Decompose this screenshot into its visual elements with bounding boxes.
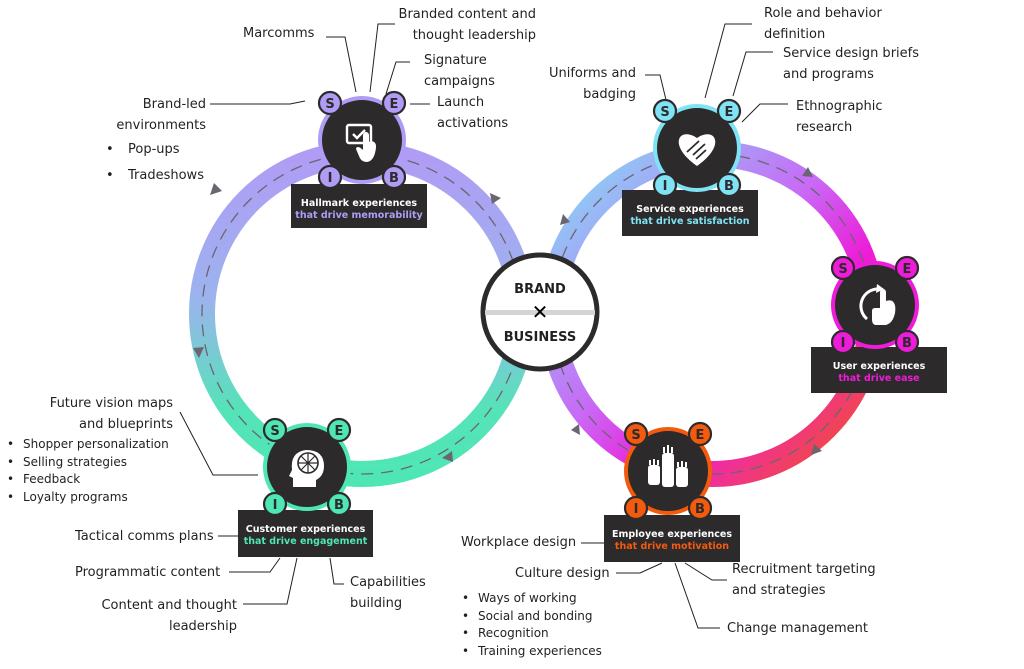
label-line: thought leadership [412, 28, 536, 43]
arrow-icon [802, 167, 813, 177]
customer-title: Customer experiences [245, 524, 366, 535]
label-line: Launch [437, 95, 485, 110]
arrow-icon [571, 424, 580, 435]
label-line: Signature [424, 53, 487, 68]
label-line: activations [437, 116, 509, 131]
bullet-item: Recognition [462, 625, 602, 643]
bullet-item: Ways of working [462, 590, 602, 608]
hub-business-label: BUSINESS [504, 330, 577, 345]
label-tactical-comms: Tactical comms plans [75, 529, 214, 544]
label-line: Capabilities [350, 575, 426, 590]
label-line: and programs [783, 67, 874, 82]
bullet-item: Feedback [7, 471, 169, 489]
service-caption: Service experiences that drive satisfact… [622, 190, 758, 236]
bullet-item: Social and bonding [462, 608, 602, 626]
bullet-item: Selling strategies [7, 454, 169, 472]
hallmark-subtitle: that drive memorability [295, 210, 423, 221]
label-line: definition [764, 27, 826, 42]
label-line: Ethnographic [796, 99, 883, 114]
label-line: building [350, 596, 403, 611]
label-culture-design: Culture design [515, 566, 610, 581]
culture-design-bullets: Ways of working Social and bonding Recog… [462, 590, 602, 660]
label-line: and strategies [732, 583, 826, 598]
arrow-icon [442, 451, 453, 462]
arrow-icon [490, 193, 501, 204]
user-subtitle: that drive ease [838, 373, 920, 384]
hallmark-caption: Hallmark experiences that drive memorabi… [291, 184, 427, 228]
label-line: Uniforms and [548, 66, 636, 81]
label-line: Branded content and [398, 7, 536, 22]
label-line: Recruitment targeting [732, 562, 876, 577]
bullet-item: Loyalty programs [7, 489, 169, 507]
label-capabilities-building: Capabilities building [350, 572, 426, 614]
label-line: Brand-led [142, 97, 206, 112]
label-signature-campaigns: Signature campaigns [424, 50, 495, 92]
label-launch-activations: Launch activations [437, 92, 508, 134]
hub-x-symbol: ✕ [532, 300, 549, 324]
bullet-item: Tradeshows [106, 163, 204, 189]
flow-arrows [193, 167, 822, 462]
bullet-item: Shopper personalization [7, 436, 169, 454]
label-role-behavior: Role and behavior definition [764, 3, 882, 45]
bullet-item: Pop-ups [106, 137, 204, 163]
label-line: Content and thought [101, 598, 237, 613]
customer-caption: Customer experiences that drive engageme… [238, 510, 373, 557]
label-line: research [796, 120, 853, 135]
label-line: Role and behavior [764, 6, 882, 21]
label-uniforms-badging: Uniforms and badging [540, 63, 636, 105]
label-future-vision-maps: Future vision maps and blueprints [30, 393, 173, 435]
label-workplace-design: Workplace design [461, 535, 577, 550]
label-line: badging [583, 87, 636, 102]
employee-subtitle: that drive motivation [614, 541, 730, 552]
bullet-item: Training experiences [462, 643, 602, 661]
label-line: and blueprints [78, 417, 173, 432]
label-line: Future vision maps [49, 396, 173, 411]
service-title: Service experiences [636, 204, 744, 215]
service-subtitle: that drive satisfaction [630, 216, 750, 227]
label-change-management: Change management [727, 621, 868, 636]
label-service-design-briefs: Service design briefs and programs [783, 43, 919, 85]
arrow-icon [193, 347, 204, 358]
label-line: leadership [168, 619, 237, 634]
label-marcomms: Marcomms [243, 26, 315, 41]
arrow-icon [210, 183, 222, 195]
customer-subtitle: that drive engagement [243, 536, 368, 547]
connector-lines [179, 23, 788, 629]
label-recruitment-targeting: Recruitment targeting and strategies [732, 559, 876, 601]
environments-bullets: Pop-ups Tradeshows [106, 137, 204, 189]
label-content-thought-leadership: Content and thought leadership [90, 595, 237, 637]
label-line: Service design briefs [783, 46, 919, 61]
user-caption: User experiences that drive ease [811, 347, 947, 393]
arrow-icon [560, 214, 570, 225]
label-programmatic-content: Programmatic content [75, 565, 221, 580]
label-line: campaigns [424, 74, 495, 89]
employee-title: Employee experiences [611, 529, 733, 540]
future-vision-bullets: Shopper personalization Selling strategi… [7, 436, 169, 506]
label-ethnographic-research: Ethnographic research [796, 96, 883, 138]
label-branded-content: Branded content and thought leadership [396, 4, 536, 46]
user-title: User experiences [832, 361, 926, 372]
label-brand-led-environments: Brand-led environments [110, 94, 206, 136]
label-line: environments [116, 118, 206, 133]
hallmark-title: Hallmark experiences [300, 198, 418, 209]
employee-caption: Employee experiences that drive motivati… [604, 515, 740, 562]
brand-business-hub: BRAND ✕ BUSINESS [480, 252, 600, 372]
arrow-icon [811, 444, 822, 455]
hub-brand-label: BRAND [514, 282, 566, 297]
